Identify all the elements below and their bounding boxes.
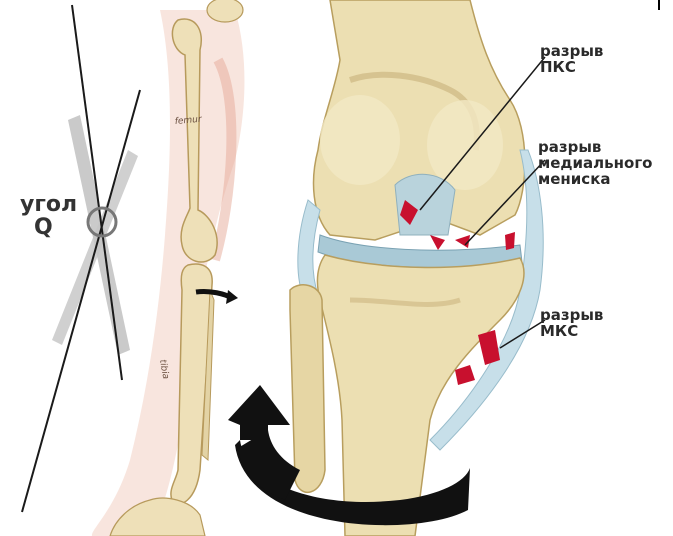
q-angle-label: угол Q <box>20 193 77 239</box>
q-angle-lines <box>22 5 140 512</box>
knee-joint <box>290 0 545 536</box>
acl-tear-label: разрыв ПКС <box>540 44 603 76</box>
q-angle-label-line1: угол <box>20 193 77 216</box>
mcl-tear-label-line2: МКС <box>540 324 603 340</box>
q-angle-label-line2: Q <box>20 216 77 239</box>
medial-meniscus-tear-label: разрыв медиального мениска <box>538 140 652 187</box>
acl-tear-label-line2: ПКС <box>540 60 603 76</box>
mcl-tear-label: разрыв МКС <box>540 308 603 340</box>
leg-skeleton: femur tibia <box>92 0 245 536</box>
medial-meniscus-tear-label-line3: мениска <box>538 172 652 188</box>
